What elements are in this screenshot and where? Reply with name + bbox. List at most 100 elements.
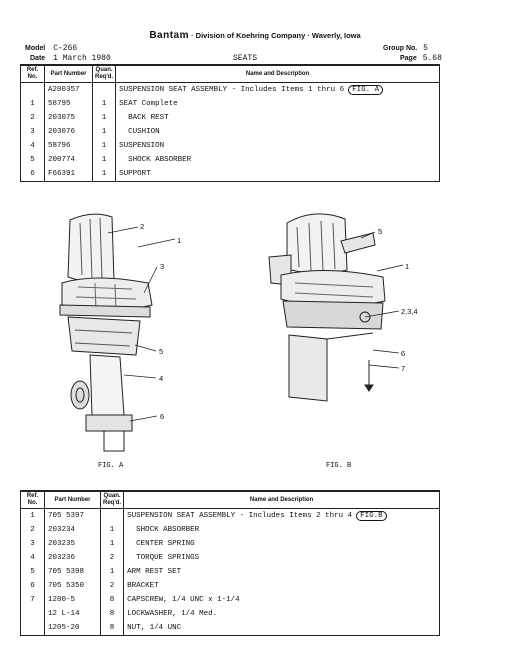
quantity-cell: 8 [99, 593, 125, 607]
description-cell: TORQUE SPRINGS [123, 551, 440, 565]
part-number-cell: 705 5397 [44, 508, 101, 523]
description-cell: CENTER SPRING [123, 537, 440, 551]
table2-rule [20, 490, 440, 491]
ref-cell: 7 [20, 593, 45, 607]
part-number-cell: 1200-5 [44, 593, 101, 607]
ref-cell: 3 [20, 125, 45, 139]
ref-cell: 5 [20, 565, 45, 579]
fig-b-seat-drawing [268, 213, 404, 402]
quantity-cell: 1 [99, 537, 125, 551]
date-label: Date [30, 55, 46, 62]
quantity-cell: 1 [91, 153, 117, 167]
fig-b-label: FIG. B [326, 462, 352, 470]
col-ref: Ref. No. [20, 491, 45, 509]
quantity-cell: 1 [91, 97, 117, 111]
ref-cell: 4 [20, 139, 45, 153]
table-header-row: Ref. No. Part Number Quan. Req'd. Name a… [20, 491, 440, 509]
ref-cell: 5 [20, 153, 45, 167]
quantity-cell: 1 [99, 523, 125, 537]
fig-a-label: FIG. A [98, 462, 124, 470]
figure-reference: FIG. A [348, 85, 384, 95]
parts-table-fig-b: Ref. No. Part Number Quan. Req'd. Name a… [20, 491, 440, 636]
figure-reference: FIG.B [356, 511, 387, 521]
ref-cell: 6 [20, 167, 45, 182]
description-cell: SHOCK ABSORBER [115, 153, 440, 167]
fig-a-callout-5: 5 [159, 347, 164, 356]
ref-cell: 3 [20, 537, 45, 551]
description-cell: ARM REST SET [123, 565, 440, 579]
table-header-row: Ref. No. Part Number Quan. Req'd. Name a… [20, 65, 440, 83]
part-number-cell: 203235 [44, 537, 101, 551]
description-cell: SUSPENSION SEAT ASSEMBLY - Includes Item… [123, 508, 440, 523]
fig-b-callout-6: 6 [401, 349, 406, 358]
description-cell: LOCKWASHER, 1/4 Med. [123, 607, 440, 621]
fig-a-callout-1: 1 [177, 236, 182, 245]
part-number-cell: 203075 [44, 111, 93, 125]
part-number-cell: 203076 [44, 125, 93, 139]
brand-name: Bantam [149, 30, 189, 41]
quantity-cell [99, 508, 125, 523]
group-value: 5 [423, 44, 428, 53]
page-line: Page 5.68 [400, 54, 442, 63]
model-label: Model [25, 45, 46, 52]
description-cell: SUSPENSION SEAT ASSEMBLY - Includes Item… [115, 82, 440, 97]
fig-a-callout-2: 2 [140, 222, 145, 231]
col-desc: Name and Description [123, 491, 440, 509]
part-number-cell: 203236 [44, 551, 101, 565]
col-qty: Quan. Req'd. [99, 491, 125, 509]
quantity-cell: 1 [91, 125, 117, 139]
ref-cell: 2 [20, 523, 45, 537]
page-value: 5.68 [422, 54, 442, 63]
description-cell: NUT, 1/4 UNC [123, 621, 440, 636]
model-value: C-266 [53, 44, 78, 53]
fig-b-callout-5: 5 [378, 227, 383, 236]
description-cell: BACK REST [115, 111, 440, 125]
publisher-header: Bantam · Division of Koehring Company · … [0, 30, 510, 41]
fig-a-seat-drawing [59, 213, 176, 452]
description-cell: SEAT Complete [115, 97, 440, 111]
quantity-cell: 1 [99, 565, 125, 579]
description-cell: SUSPENSION [115, 139, 440, 153]
section-title: SEATS [233, 54, 258, 63]
ref-cell: 2 [20, 111, 45, 125]
description-cell: CUSHION [115, 125, 440, 139]
part-number-cell: 12 L-14 [44, 607, 101, 621]
parts-table-fig-a: Ref. No. Part Number Quan. Req'd. Name a… [20, 65, 440, 182]
ref-cell: 4 [20, 551, 45, 565]
col-part: Part Number [44, 65, 93, 83]
quantity-cell: 2 [99, 551, 125, 565]
ref-cell: 6 [20, 579, 45, 593]
description-cell: CAPSCREW, 1/4 UNC x 1-1/4 [123, 593, 440, 607]
publisher-line: · Division of Koehring Company · Waverly… [189, 31, 361, 40]
model-line: Model C-266 [25, 44, 77, 53]
col-ref: Ref. No. [20, 65, 45, 83]
col-desc: Name and Description [115, 65, 440, 83]
quantity-cell: 1 [91, 111, 117, 125]
part-number-cell: 58796 [44, 139, 93, 153]
fig-a-callout-4: 4 [159, 374, 164, 383]
fig-b-callout-2-3-4: 2,3,4 [401, 307, 418, 316]
part-number-cell: 1205-20 [44, 621, 101, 636]
date-line: Date 1 March 1980 [30, 54, 111, 63]
part-number-cell: 200774 [44, 153, 93, 167]
part-number-cell: 705 5350 [44, 579, 101, 593]
ref-cell [20, 621, 45, 636]
quantity-cell: 1 [91, 167, 117, 182]
fig-b-callout-7: 7 [401, 364, 406, 373]
quantity-cell: 8 [99, 607, 125, 621]
